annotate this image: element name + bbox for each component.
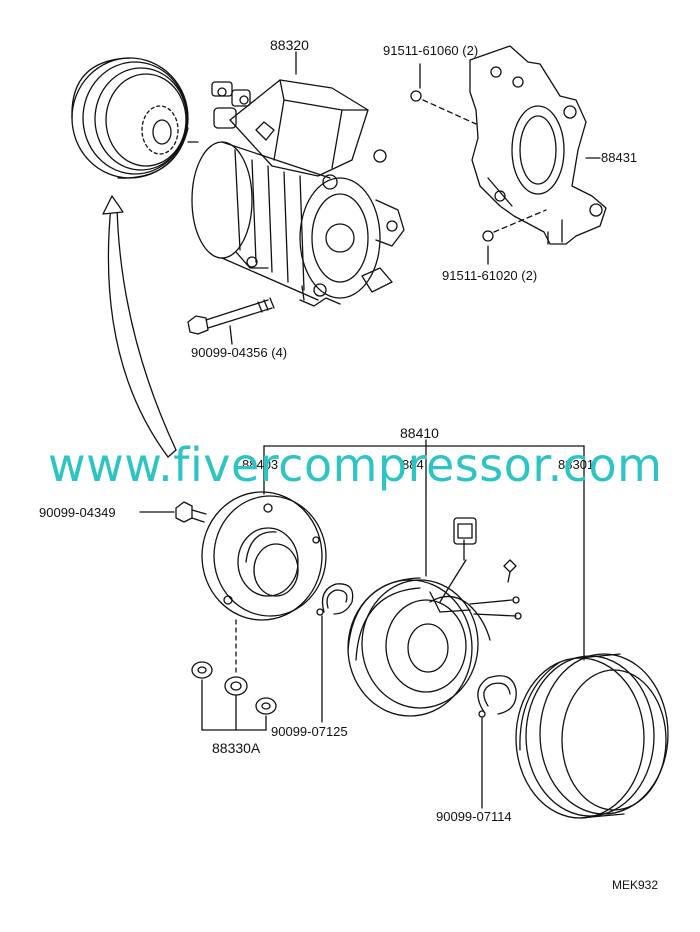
snap-ring-07114-drawing — [477, 675, 517, 809]
label-bolt-90099-04349: 90099-04349 — [39, 505, 116, 520]
label-snap-ring-07125: 90099-07125 — [271, 724, 348, 739]
bolt-91511-61060-symbol — [410, 90, 422, 102]
label-shims: 88330A — [212, 740, 261, 756]
bolt-91511-61020-symbol — [482, 230, 494, 242]
label-bolt-90099-04356: 90099-04356 (4) — [191, 345, 288, 360]
compressor-drawing — [191, 79, 405, 307]
label-bolt-91511-61060: 91511-61060 (2) — [383, 43, 479, 58]
pulley-top-left-drawing — [71, 57, 199, 179]
stator-drawing — [347, 517, 522, 717]
shims-drawing — [191, 661, 277, 731]
snap-ring-07125-drawing — [316, 583, 354, 723]
drawing-code: MEK932 — [612, 878, 659, 892]
label-compressor: 88320 — [270, 37, 309, 53]
label-stator: 884 — [402, 457, 424, 472]
label-bracket: 88431 — [601, 150, 638, 165]
label-pressure-plate: 88403 — [242, 457, 279, 472]
watermark-text: www.fivercompressor.com — [48, 438, 663, 492]
label-bolt-91511-61020: 91511-61020 (2) — [442, 268, 538, 283]
label-pulley: 88301 — [558, 457, 595, 472]
label-clutch-assy: 88410 — [400, 425, 439, 441]
center-bolt-drawing — [139, 501, 207, 523]
pulley-bottom-drawing — [515, 653, 669, 819]
assembly-arrow — [102, 195, 177, 458]
clutch-assy-bracket — [263, 439, 585, 661]
pressure-plate-drawing — [201, 491, 327, 621]
bracket-drawing — [469, 45, 607, 245]
long-bolt-drawing — [187, 297, 275, 335]
label-snap-ring-07114: 90099-07114 — [436, 809, 512, 824]
